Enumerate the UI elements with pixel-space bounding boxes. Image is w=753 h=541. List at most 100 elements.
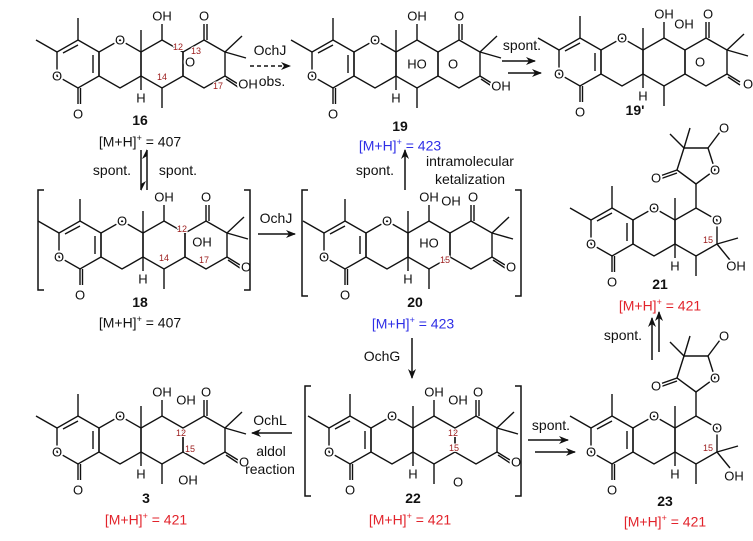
atom-label: O bbox=[73, 107, 83, 122]
bond bbox=[491, 216, 510, 234]
arrow-label-spont: spont. bbox=[356, 162, 394, 178]
bond bbox=[596, 420, 613, 430]
bond bbox=[64, 225, 81, 235]
atom-label: HO bbox=[419, 236, 439, 251]
atom-label: OH bbox=[448, 393, 468, 408]
bond bbox=[226, 256, 241, 266]
bond bbox=[569, 415, 592, 429]
arrow-label-reaction: reaction bbox=[245, 461, 295, 477]
bond bbox=[225, 78, 239, 88]
mass-charge: + bbox=[656, 297, 662, 307]
atom-label: H bbox=[670, 467, 679, 482]
bond bbox=[479, 75, 494, 85]
ring-bond bbox=[674, 207, 718, 257]
bond bbox=[716, 445, 739, 453]
mass-value: = 423 bbox=[401, 137, 442, 154]
bond bbox=[659, 169, 678, 177]
atom-number: 12 bbox=[173, 42, 183, 52]
bond bbox=[226, 216, 245, 234]
bond bbox=[569, 207, 592, 221]
bond bbox=[491, 232, 514, 240]
atom-number: 15 bbox=[185, 444, 195, 454]
bond bbox=[307, 415, 330, 429]
bond bbox=[537, 37, 560, 51]
mass-21: [M+H]+ = 421 bbox=[619, 294, 701, 314]
atom-label: OH bbox=[152, 385, 172, 400]
atom-label: O bbox=[473, 385, 483, 400]
atom-number: 12 bbox=[176, 428, 186, 438]
mass-value: = 407 bbox=[141, 133, 182, 150]
arrow-label-ketalization: ketalization bbox=[435, 171, 505, 187]
compound-id-19p: 19' bbox=[625, 102, 645, 118]
atom-number: 12 bbox=[448, 428, 458, 438]
atom-number: 12 bbox=[177, 224, 187, 234]
compound-id-18: 18 bbox=[132, 294, 148, 310]
mass-16: [M+H]+ = 407 bbox=[99, 130, 181, 150]
mass-prefix: [M+H] bbox=[98, 314, 137, 331]
bond bbox=[302, 220, 325, 234]
bond bbox=[683, 127, 691, 149]
atom-label: O bbox=[199, 9, 209, 24]
arrow-label-spont: spont. bbox=[93, 162, 131, 178]
bond bbox=[329, 225, 346, 235]
atom-label: O bbox=[370, 33, 380, 48]
atom-label: O bbox=[607, 275, 617, 290]
furanone-ring bbox=[676, 147, 716, 185]
compound-id-23: 23 bbox=[657, 493, 673, 509]
bond bbox=[726, 33, 745, 51]
atom-label: O bbox=[607, 483, 617, 498]
ring-bond bbox=[674, 415, 718, 465]
bond bbox=[62, 420, 79, 430]
mass-prefix: [M+H] bbox=[618, 297, 657, 314]
mass-prefix: [M+H] bbox=[368, 511, 407, 528]
atom-number: 13 bbox=[191, 46, 201, 56]
atom-label: OH bbox=[152, 9, 172, 24]
mass-charge: + bbox=[661, 513, 667, 523]
bond bbox=[659, 172, 678, 180]
compound-id-22: 22 bbox=[405, 490, 421, 506]
atom-label: H bbox=[403, 272, 412, 287]
bond bbox=[564, 42, 581, 52]
bracket-20-right bbox=[515, 189, 522, 297]
atom-label: O bbox=[328, 107, 338, 122]
bond bbox=[225, 454, 239, 464]
atom-label: OH bbox=[238, 77, 258, 92]
atom-label: O bbox=[617, 31, 627, 46]
atom-label: H bbox=[391, 91, 400, 106]
atom-label: O bbox=[649, 409, 659, 424]
atom-label: OH bbox=[441, 194, 461, 209]
atom-label: H bbox=[138, 272, 147, 287]
ring-bond bbox=[182, 415, 226, 465]
bond bbox=[224, 51, 247, 59]
mass-charge: + bbox=[409, 315, 415, 325]
atom-label: O bbox=[743, 77, 753, 92]
atom-label: O bbox=[703, 7, 713, 22]
atom-label: O bbox=[586, 237, 596, 252]
mass-prefix: [M+H] bbox=[371, 315, 410, 332]
mass-charge: + bbox=[406, 511, 412, 521]
atom-label: O bbox=[586, 445, 596, 460]
bond bbox=[480, 78, 494, 88]
mass-charge: + bbox=[396, 137, 402, 147]
arrow-label-ochj: OchJ bbox=[254, 42, 287, 58]
compound-id-16: 16 bbox=[132, 112, 148, 128]
atom-label: O bbox=[185, 55, 195, 70]
ring-bond bbox=[449, 220, 493, 270]
atom-label: H bbox=[136, 91, 145, 106]
mass-charge: + bbox=[136, 314, 142, 324]
arrow-label-ochj: OchJ bbox=[260, 210, 293, 226]
mass-18: [M+H]+ = 407 bbox=[99, 311, 181, 331]
bond bbox=[227, 259, 241, 269]
atom-label: OH bbox=[192, 235, 212, 250]
atom-label: O bbox=[575, 105, 585, 120]
mass-20: [M+H]+ = 423 bbox=[372, 312, 454, 332]
atom-label: O bbox=[651, 171, 661, 186]
bond bbox=[596, 212, 613, 222]
atom-label: O bbox=[468, 190, 478, 205]
atom-label: O bbox=[340, 288, 350, 303]
